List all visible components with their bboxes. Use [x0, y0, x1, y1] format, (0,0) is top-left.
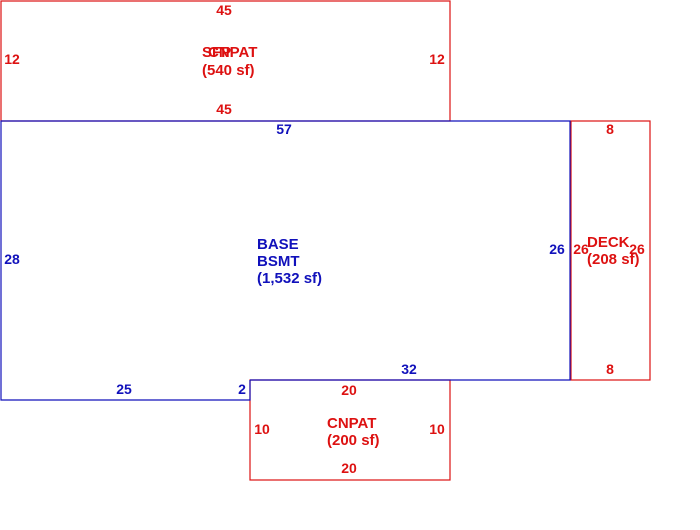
top-patio-size: (540 sf) — [202, 62, 255, 79]
bottom-patio-dim-top: 20 — [341, 382, 357, 398]
deck-dim-left: 26 — [573, 241, 589, 257]
bottom-patio-name: CNPAT — [327, 415, 376, 432]
base-name: BASE — [257, 236, 299, 253]
base-dim-bottom-right: 32 — [401, 361, 417, 377]
deck-name: DECK — [587, 234, 630, 251]
top-patio-name-cnpat: CNPAT — [208, 44, 257, 61]
top-patio-dim-left: 12 — [4, 51, 20, 67]
top-patio-dim-right: 12 — [429, 51, 445, 67]
deck-dim-top: 8 — [606, 121, 614, 137]
deck-size: (208 sf) — [587, 251, 640, 268]
bottom-patio-dim-bottom: 20 — [341, 460, 357, 476]
deck-dim-bottom: 8 — [606, 361, 614, 377]
bottom-patio-dim-left: 10 — [254, 421, 270, 437]
base-size: (1,532 sf) — [257, 270, 322, 287]
top-patio-dim-bottom: 45 — [216, 101, 232, 117]
top-patio-name-sfp: SFP — [202, 44, 231, 61]
base-outline — [0, 120, 571, 401]
deck-outline — [570, 120, 651, 381]
bottom-patio-size: (200 sf) — [327, 432, 380, 449]
base-dim-bottom-left: 25 — [116, 381, 132, 397]
bottom-patio-dim-right: 10 — [429, 421, 445, 437]
deck-dim-right: 26 — [629, 241, 645, 257]
base-dim-top: 57 — [276, 121, 292, 137]
base-dim-left: 28 — [4, 251, 20, 267]
base-dim-bottom-step: 2 — [238, 381, 246, 397]
base-dim-right: 26 — [549, 241, 565, 257]
base-sub: BSMT — [257, 253, 300, 270]
top-patio-dim-top: 45 — [216, 2, 232, 18]
